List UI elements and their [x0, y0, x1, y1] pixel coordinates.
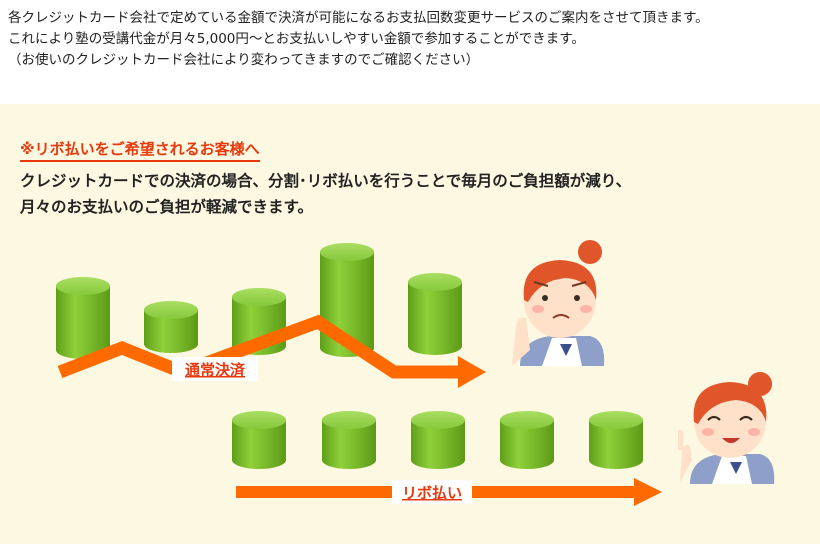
revolving-desc-line-2: 月々のお支払いのご負担が軽減できます。 — [20, 198, 313, 216]
intro-line-2: これにより塾の受講代金が月々5,000円〜とお支払いしやすい金額で参加することが… — [8, 31, 585, 47]
coin-stack — [232, 411, 286, 469]
revolving-payment-label: リボ払い — [402, 484, 462, 502]
intro-text: 各クレジットカード会社で定めている金額で決済が可能になるお支払回数変更サービスの… — [8, 8, 814, 71]
smiling-woman-icon — [678, 372, 775, 484]
payment-comparison-illustration: 通常決済 — [56, 240, 775, 506]
coin-stack — [144, 301, 198, 353]
coin-stack — [56, 277, 110, 359]
revolving-panel: ※リボ払いをご希望されるお客様へ クレジットカードでの決済の場合、分割･リボ払い… — [0, 104, 820, 544]
revolving-payment-coins — [232, 411, 643, 469]
revolving-desc-line-1: クレジットカードでの決済の場合、分割･リボ払いを行うことで毎月のご負担額が減り、 — [20, 172, 632, 190]
coin-stack — [322, 411, 376, 469]
worried-woman-icon — [512, 240, 605, 366]
coin-stack — [589, 411, 643, 469]
coin-stack — [408, 273, 462, 355]
normal-label-bg — [172, 357, 258, 381]
intro-line-3: （お使いのクレジットカード会社により変わってきますのでご確認ください） — [8, 52, 480, 68]
intro-line-1: 各クレジットカード会社で定めている金額で決済が可能になるお支払回数変更サービスの… — [8, 10, 709, 26]
revolving-heading: ※リボ払いをご希望されるお客様へ — [20, 138, 260, 162]
revolving-label-bg — [392, 480, 472, 504]
coin-stack — [500, 411, 554, 469]
normal-payment-label: 通常決済 — [185, 361, 246, 379]
normal-payment-arrow — [57, 314, 486, 388]
revolving-description: クレジットカードでの決済の場合、分割･リボ払いを行うことで毎月のご負担額が減り、… — [20, 168, 631, 220]
coin-stack — [411, 411, 465, 469]
